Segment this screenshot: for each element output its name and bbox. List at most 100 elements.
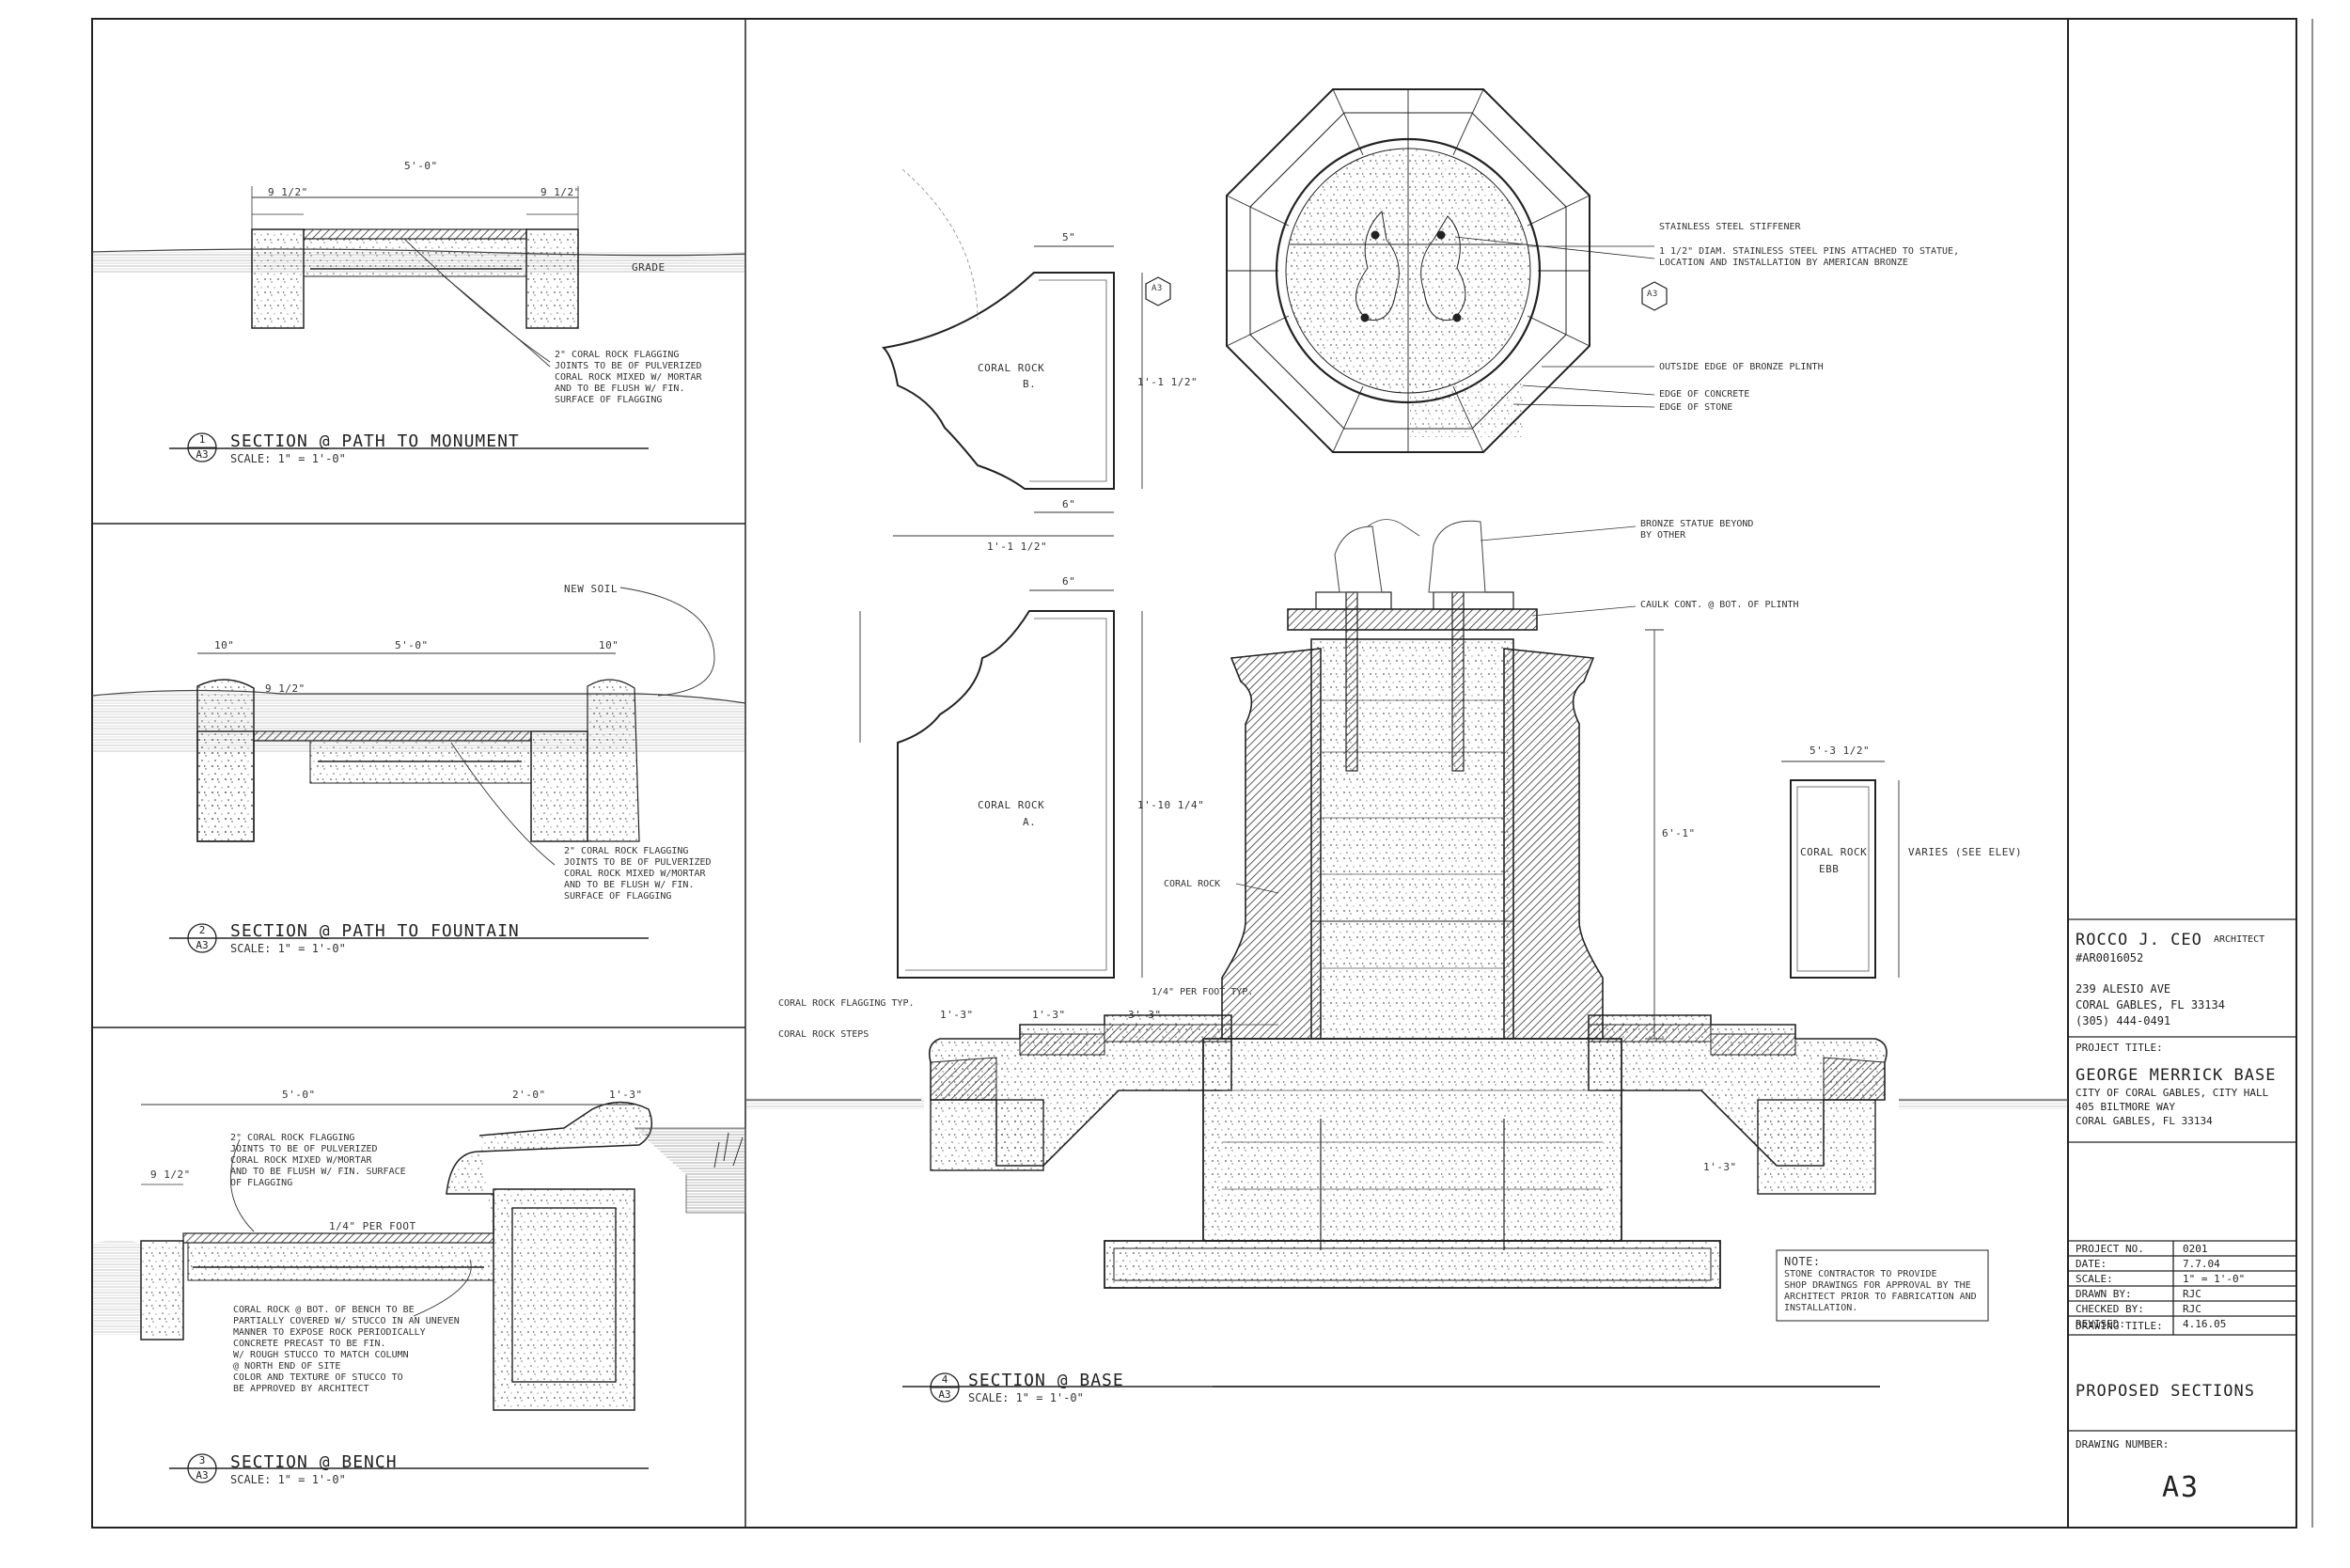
- section-4-title: SECTION @ BASE: [968, 1371, 1124, 1390]
- section-1-drawing: [91, 186, 746, 449]
- dim-1-1half-h: 1'-1 1/2": [987, 541, 1048, 553]
- title-block-row-label: CHECKED BY:: [2076, 1303, 2144, 1315]
- architect-license: #AR0016052: [2076, 951, 2144, 964]
- architect-address-2: CORAL GABLES, FL 33134: [2076, 998, 2225, 1011]
- base-plan-view: [1226, 88, 1655, 453]
- section-2-drawing: [91, 587, 746, 939]
- base-dim-1-3c: 1'-3": [1703, 1161, 1737, 1173]
- coral-rock-b-letter: B.: [1023, 378, 1037, 390]
- detail-ref-markers: [1145, 276, 1668, 311]
- dim-5-3: 5'-3 1/2": [1810, 745, 1871, 757]
- section-2-number: 2: [198, 924, 206, 936]
- section-3-sheet: A3: [196, 1469, 209, 1482]
- title-block-grid: [2068, 918, 2296, 1432]
- note-box: [1776, 1249, 1989, 1322]
- s3-right-dim: 1'-3": [609, 1089, 643, 1101]
- s1-left-dim: 9 1/2": [268, 186, 308, 198]
- base-dim-1-3b: 1'-3": [1032, 1009, 1066, 1021]
- s2-right-dim: 10": [599, 639, 619, 651]
- title-block-row-value: 4.16.05: [2183, 1318, 2227, 1330]
- architect-role: ARCHITECT: [2214, 934, 2265, 945]
- section-2-title: SECTION @ PATH TO FOUNTAIN: [230, 921, 520, 941]
- section-1-marker: 1 A3: [183, 432, 221, 463]
- section-4-drawing: [745, 519, 2068, 1388]
- plan-stone-note: EDGE OF STONE: [1659, 402, 1733, 413]
- plan-pins-note: 1 1/2" DIAM. STAINLESS STEEL PINS ATTACH…: [1659, 246, 1960, 268]
- dim-6in-bottom: 6": [1062, 498, 1076, 510]
- section-4-sheet: A3: [938, 1388, 951, 1401]
- base-coral-rock-note: CORAL ROCK: [1164, 879, 1221, 889]
- base-flagging-note: CORAL ROCK FLAGGING TYP.: [778, 998, 915, 1009]
- plan-concrete-note: EDGE OF CONCRETE: [1659, 389, 1750, 400]
- coral-rock-b-label: CORAL ROCK: [978, 362, 1045, 374]
- section-2-scale: SCALE: 1" = 1'-0": [230, 942, 346, 955]
- project-line-2: 405 BILTMORE WAY: [2076, 1101, 2175, 1113]
- dim-1-10: 1'-10 1/4": [1137, 799, 1205, 811]
- section-1-scale: SCALE: 1" = 1'-0": [230, 452, 346, 465]
- sheet-border: [91, 18, 2313, 1529]
- s1-grade-label: GRADE: [632, 261, 666, 274]
- drawing-number: A3: [2162, 1471, 2201, 1504]
- section-3-scale: SCALE: 1" = 1'-0": [230, 1473, 346, 1486]
- section-2-marker: 2 A3: [183, 923, 221, 953]
- section-3-number: 3: [198, 1454, 206, 1466]
- section-4-scale: SCALE: 1" = 1'-0": [968, 1391, 1084, 1404]
- s3-slope: 1/4" PER FOOT: [329, 1220, 416, 1232]
- coral-rock-ebb-letter: EBB: [1819, 863, 1840, 875]
- note-body: STONE CONTRACTOR TO PROVIDE SHOP DRAWING…: [1784, 1269, 1977, 1313]
- section-3-marker: 3 A3: [183, 1453, 221, 1483]
- s1-right-dim: 9 1/2": [540, 186, 581, 198]
- base-slope-note: 1/4" PER FOOT TYP.: [1152, 987, 1254, 997]
- title-block-row-value: 1" = 1'-0": [2183, 1273, 2246, 1285]
- architect-name: ROCCO J. CEO: [2076, 931, 2202, 949]
- drawing-number-label: DRAWING NUMBER:: [2076, 1438, 2170, 1450]
- base-caulk-note: CAULK CONT. @ BOT. OF PLINTH: [1640, 600, 1799, 610]
- coral-rock-a-profile: [859, 589, 1143, 979]
- coral-rock-a-letter: A.: [1023, 816, 1037, 828]
- title-block-row-label: REVISED:: [2076, 1318, 2125, 1330]
- s3-inner-dim: 9 1/2": [150, 1168, 191, 1181]
- drawing-title: PROPOSED SECTIONS: [2076, 1382, 2255, 1401]
- coral-rock-ebb-profile: [1781, 760, 1900, 979]
- section-3-drawing: [92, 1101, 746, 1469]
- s2-flagging-note: 2" CORAL ROCK FLAGGING JOINTS TO BE OF P…: [564, 846, 712, 902]
- coral-rock-a-label: CORAL ROCK: [978, 799, 1045, 811]
- coral-rock-ebb-label: CORAL ROCK: [1800, 846, 1868, 858]
- s3-width-dim: 5'-0": [282, 1089, 316, 1101]
- base-steps-note: CORAL ROCK STEPS: [778, 1029, 870, 1040]
- title-block-row-value: RJC: [2183, 1303, 2201, 1315]
- title-block-row-label: PROJECT NO.: [2076, 1243, 2144, 1255]
- section-2-sheet: A3: [196, 939, 209, 951]
- dim-varies: VARIES (SEE ELEV): [1908, 846, 2023, 858]
- project-title: GEORGE MERRICK BASE: [2076, 1066, 2277, 1085]
- project-title-label: PROJECT TITLE:: [2076, 1042, 2163, 1054]
- architect-phone: (305) 444-0491: [2076, 1014, 2171, 1027]
- base-dim-3-3: 3'-3": [1128, 1009, 1162, 1021]
- section-1-number: 1: [198, 433, 206, 446]
- section-3-title: SECTION @ BENCH: [230, 1452, 398, 1472]
- coral-rock-b-profile: [881, 168, 1143, 537]
- s1-flagging-note: 2" CORAL ROCK FLAGGING JOINTS TO BE OF P…: [555, 350, 702, 405]
- section-1-sheet: A3: [196, 448, 209, 461]
- title-block-row-value: 7.7.04: [2183, 1258, 2220, 1270]
- s2-width-dim: 5'-0": [395, 639, 429, 651]
- title-block-row-value: 0201: [2183, 1243, 2208, 1255]
- s2-new-soil: NEW SOIL: [564, 583, 618, 595]
- section-1-title: SECTION @ PATH TO MONUMENT: [230, 431, 520, 451]
- s1-width-dim: 5'-0": [404, 160, 438, 172]
- base-statue-note: BRONZE STATUE BEYOND BY OTHER: [1640, 519, 1754, 541]
- plan-stiffener-note: STAINLESS STEEL STIFFENER: [1659, 222, 1801, 232]
- title-block-row-label: DATE:: [2076, 1258, 2107, 1270]
- architect-address-1: 239 ALESIO AVE: [2076, 982, 2171, 996]
- drawing-title-label: DRAWING TITLE:: [2076, 1320, 2163, 1332]
- plan-ref-left: A3: [1152, 284, 1163, 293]
- project-line-1: CITY OF CORAL GABLES, CITY HALL: [2076, 1087, 2269, 1099]
- s3-mid-dim: 2'-0": [512, 1089, 546, 1101]
- s2-inner-dim: 9 1/2": [265, 682, 306, 695]
- s2-left-dim: 10": [214, 639, 235, 651]
- dim-1-1half-v: 1'-1 1/2": [1137, 376, 1198, 388]
- s3-flagging-note: 2" CORAL ROCK FLAGGING JOINTS TO BE OF P…: [230, 1133, 406, 1188]
- dim-6in-top: 6": [1062, 575, 1076, 588]
- title-block-row-label: SCALE:: [2076, 1273, 2113, 1285]
